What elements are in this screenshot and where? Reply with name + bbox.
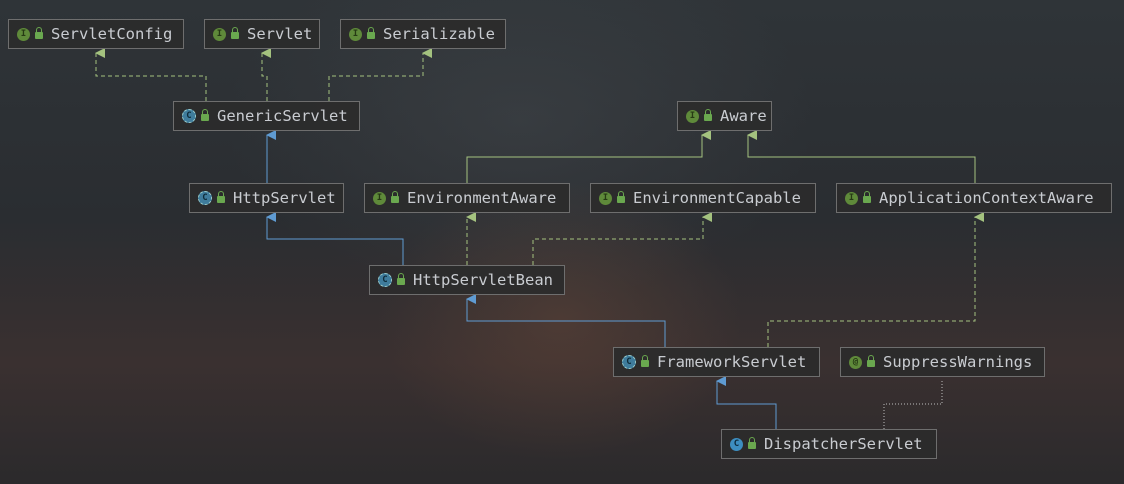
lock-icon [231, 27, 239, 39]
node-label: Aware [720, 107, 767, 125]
node-label: GenericServlet [217, 107, 348, 125]
abstract-class-icon: C [182, 109, 196, 123]
edge-applicationcontextaware-aware [747, 130, 976, 183]
node-label: SuppressWarnings [883, 353, 1033, 371]
node-label: DispatcherServlet [764, 435, 923, 453]
node-label: Serializable [383, 25, 495, 43]
lock-icon [704, 109, 712, 121]
lock-icon [35, 27, 43, 39]
node-frameworkservlet[interactable]: C FrameworkServlet [613, 347, 820, 377]
edge-frameworkservlet-applicationcontextaware [767, 212, 984, 347]
edge-genericservlet-servletconfig [95, 48, 207, 101]
node-applicationcontextaware[interactable]: I ApplicationContextAware [836, 183, 1112, 213]
node-label: EnvironmentAware [407, 189, 557, 207]
lock-icon [397, 273, 405, 285]
edge-httpservletbean-environmentcapable [532, 212, 712, 265]
node-environmentaware[interactable]: I EnvironmentAware [364, 183, 570, 213]
interface-icon: I [686, 109, 699, 123]
node-label: ServletConfig [51, 25, 173, 43]
annotation-icon: @ [849, 355, 862, 369]
lock-icon [748, 437, 756, 449]
lock-icon [863, 191, 871, 203]
lock-icon [867, 355, 875, 367]
edge-dispatcherservlet-suppresswarnings [883, 379, 943, 429]
abstract-class-icon: C [198, 191, 212, 205]
node-label: EnvironmentCapable [633, 189, 801, 207]
edge-httpservletbean-httpservlet [266, 212, 404, 265]
interface-icon: I [213, 27, 226, 41]
edge-genericservlet-serializable [328, 48, 432, 101]
lock-icon [641, 355, 649, 367]
node-environmentcapable[interactable]: I EnvironmentCapable [590, 183, 816, 213]
node-label: ApplicationContextAware [879, 189, 1094, 207]
lock-icon [367, 27, 375, 39]
lock-icon [201, 109, 209, 121]
node-httpservlet[interactable]: C HttpServlet [189, 183, 344, 213]
class-icon: C [730, 437, 743, 451]
node-genericservlet[interactable]: C GenericServlet [173, 101, 360, 131]
node-httpservletbean[interactable]: C HttpServletBean [369, 265, 565, 295]
interface-icon: I [349, 27, 362, 41]
abstract-class-icon: C [378, 273, 392, 287]
edge-frameworkservlet-httpservletbean [466, 294, 666, 347]
node-label: HttpServletBean [413, 271, 553, 289]
interface-icon: I [845, 191, 858, 205]
node-servletconfig[interactable]: I ServletConfig [8, 19, 184, 49]
lock-icon [391, 191, 399, 203]
edge-genericservlet-servlet [261, 48, 271, 101]
node-dispatcherservlet[interactable]: C DispatcherServlet [721, 429, 937, 459]
edge-dispatcherservlet-frameworkservlet [716, 376, 777, 429]
node-suppresswarnings[interactable]: @ SuppressWarnings [840, 347, 1045, 377]
node-aware[interactable]: I Aware [677, 101, 772, 131]
lock-icon [217, 191, 225, 203]
node-label: HttpServlet [233, 189, 336, 207]
abstract-class-icon: C [622, 355, 636, 369]
edge-environmentaware-aware [466, 130, 711, 183]
interface-icon: I [599, 191, 612, 205]
node-label: Servlet [247, 25, 313, 43]
node-servlet[interactable]: I Servlet [204, 19, 320, 49]
interface-icon: I [17, 27, 30, 41]
node-serializable[interactable]: I Serializable [340, 19, 506, 49]
node-label: FrameworkServlet [657, 353, 807, 371]
lock-icon [617, 191, 625, 203]
interface-icon: I [373, 191, 386, 205]
